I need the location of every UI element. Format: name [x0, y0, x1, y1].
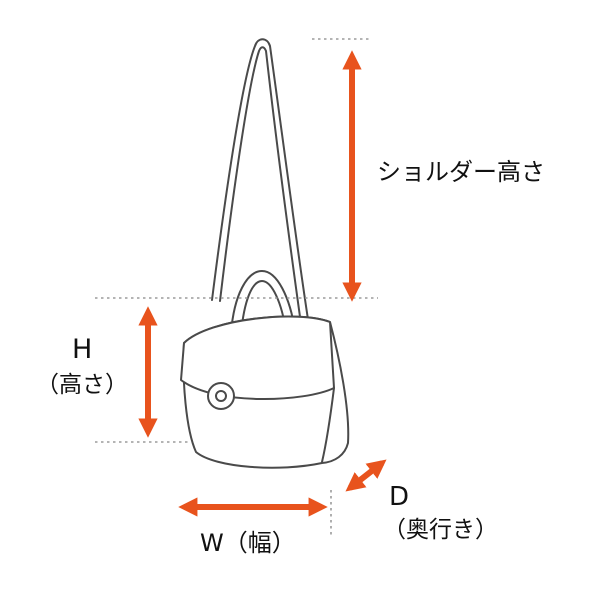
shoulder-height-label: ショルダー高さ	[377, 158, 545, 186]
guide-lines	[95, 38, 378, 538]
bag-flap	[180, 315, 335, 401]
clasp-button-center-icon	[215, 390, 227, 402]
strap-outline-inner	[219, 46, 302, 325]
clasp-button-icon	[207, 382, 235, 410]
height-label-letter: H	[72, 334, 92, 365]
height-label-unit: （高さ）	[36, 372, 128, 398]
handle-outline-outer	[230, 270, 296, 334]
handle-outline-inner	[240, 280, 287, 335]
bag-illustration	[180, 38, 350, 469]
depth-arrow	[345, 459, 387, 492]
dimension-arrows	[138, 50, 387, 517]
depth-label-unit: （奥行き）	[383, 517, 498, 543]
bag-front-edge	[321, 387, 335, 463]
strap-outline-outer	[211, 38, 310, 327]
depth-label-letter: D	[389, 482, 409, 512]
width-label: W（幅）	[200, 529, 296, 557]
dimension-labels: ショルダー高さ H （高さ） W（幅） D （奥行き）	[36, 158, 545, 557]
